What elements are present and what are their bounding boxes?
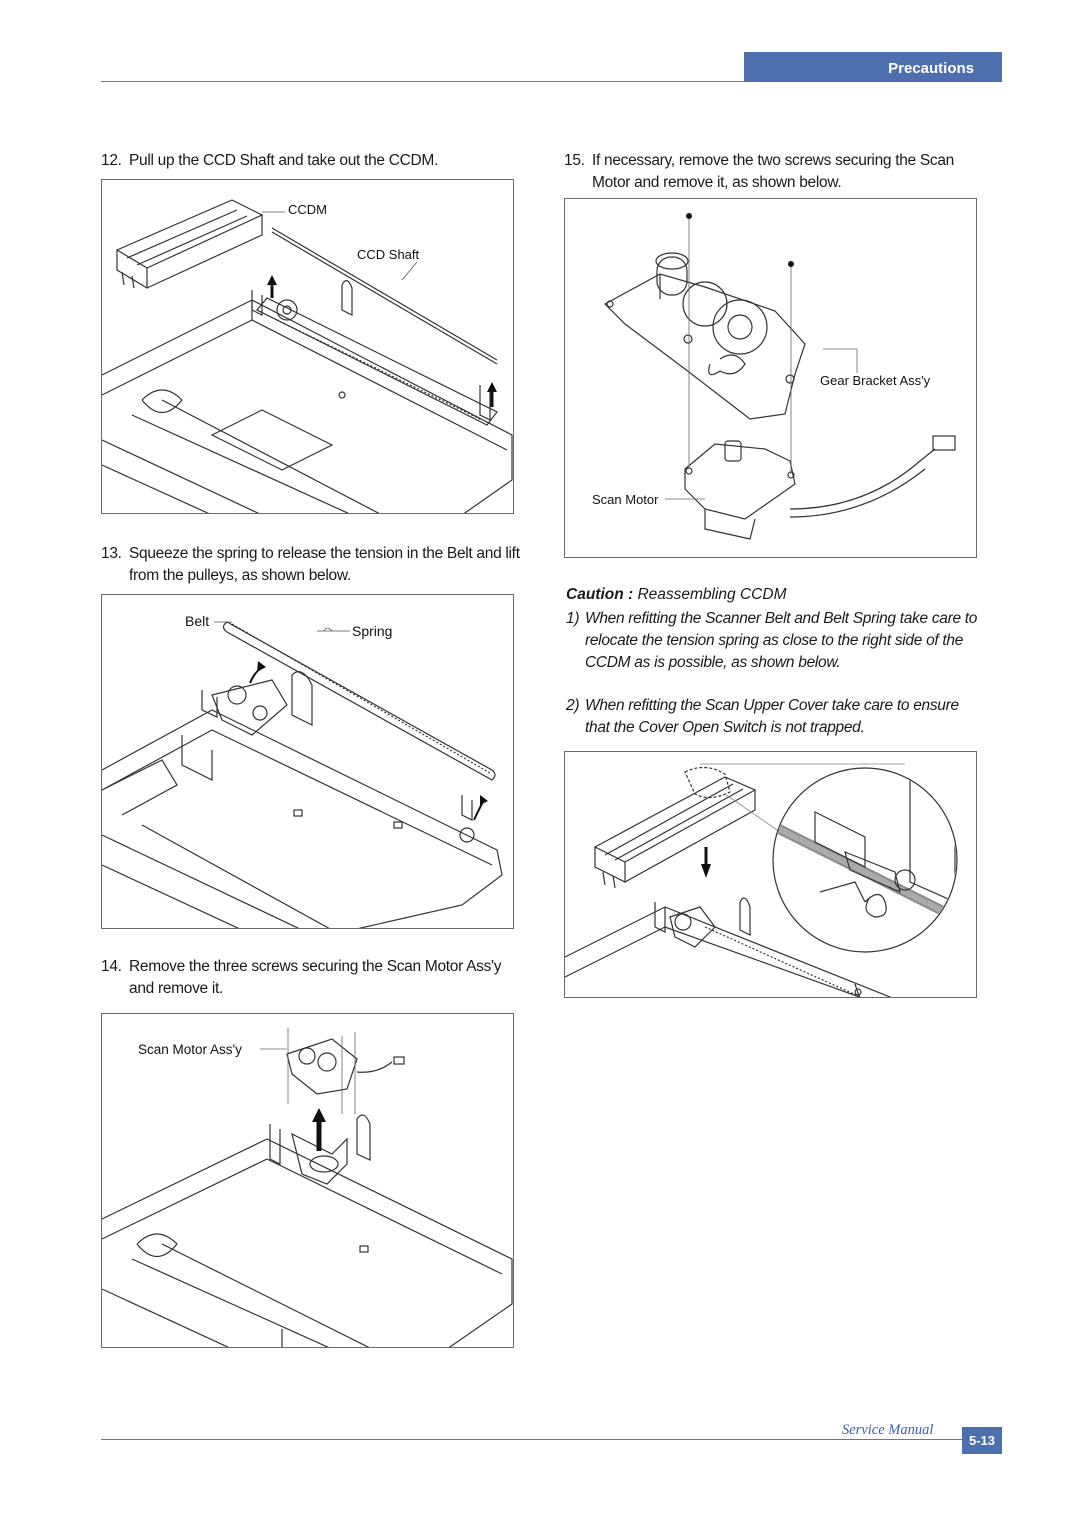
- caution-title: Caution : Reassembling CCDM: [566, 586, 786, 604]
- step-number: 14.: [101, 958, 122, 975]
- caution-item-number: 1): [566, 610, 580, 627]
- figure-release-belt: Belt Spring: [101, 594, 514, 929]
- caution-item-2: 2) When refitting the Scan Upper Cover t…: [566, 695, 986, 739]
- label-scan-motor: Scan Motor: [591, 492, 660, 507]
- reassembly-illustration: [565, 763, 958, 997]
- step-text: Pull up the CCD Shaft and take out the C…: [129, 152, 439, 169]
- label-scan-motor-assy: Scan Motor Ass'y: [137, 1042, 243, 1057]
- step-text: If necessary, remove the two screws secu…: [592, 152, 955, 191]
- belt-illustration: [102, 621, 503, 928]
- figure-remove-ccdm: CCDM CCD Shaft: [101, 179, 514, 514]
- step-text: Remove the three screws securing the Sca…: [129, 958, 502, 997]
- step-14: 14. Remove the three screws securing the…: [101, 956, 521, 1000]
- label-spring: Spring: [351, 623, 394, 639]
- page-number: 5-13: [962, 1427, 1002, 1454]
- step-number: 13.: [101, 545, 122, 562]
- step-number: 15.: [564, 152, 585, 169]
- step-15: 15. If necessary, remove the two screws …: [564, 150, 984, 194]
- caution-label: Caution :: [566, 586, 634, 603]
- label-belt: Belt: [184, 613, 211, 629]
- caution-item-number: 2): [566, 697, 580, 714]
- label-ccd-shaft: CCD Shaft: [356, 247, 421, 262]
- header-rule: [101, 81, 1002, 82]
- scan-motor-assy-illustration: [102, 1028, 513, 1347]
- caution-item-1: 1) When refitting the Scanner Belt and B…: [566, 608, 986, 674]
- caution-item-text: When refitting the Scan Upper Cover take…: [585, 697, 959, 736]
- scan-motor-illustration: [604, 213, 956, 540]
- caution-item-text: When refitting the Scanner Belt and Belt…: [585, 610, 978, 671]
- label-ccdm: CCDM: [287, 202, 328, 217]
- figure-remove-scan-motor: Gear Bracket Ass'y Scan Motor: [564, 198, 977, 558]
- ccdm-illustration: [102, 199, 513, 513]
- section-tab: Precautions: [744, 52, 1002, 82]
- figure-reassembling-ccdm: [564, 751, 977, 998]
- step-number: 12.: [101, 152, 122, 169]
- caution-subject: Reassembling CCDM: [633, 586, 787, 603]
- step-12: 12. Pull up the CCD Shaft and take out t…: [101, 150, 521, 172]
- figure-remove-scan-motor-assy: Scan Motor Ass'y: [101, 1013, 514, 1348]
- footer-rule: [101, 1439, 967, 1440]
- step-13: 13. Squeeze the spring to release the te…: [101, 543, 521, 587]
- footer-label: Service Manual: [842, 1422, 934, 1438]
- label-gear-bracket-assy: Gear Bracket Ass'y: [819, 373, 932, 388]
- step-text: Squeeze the spring to release the tensio…: [129, 545, 520, 584]
